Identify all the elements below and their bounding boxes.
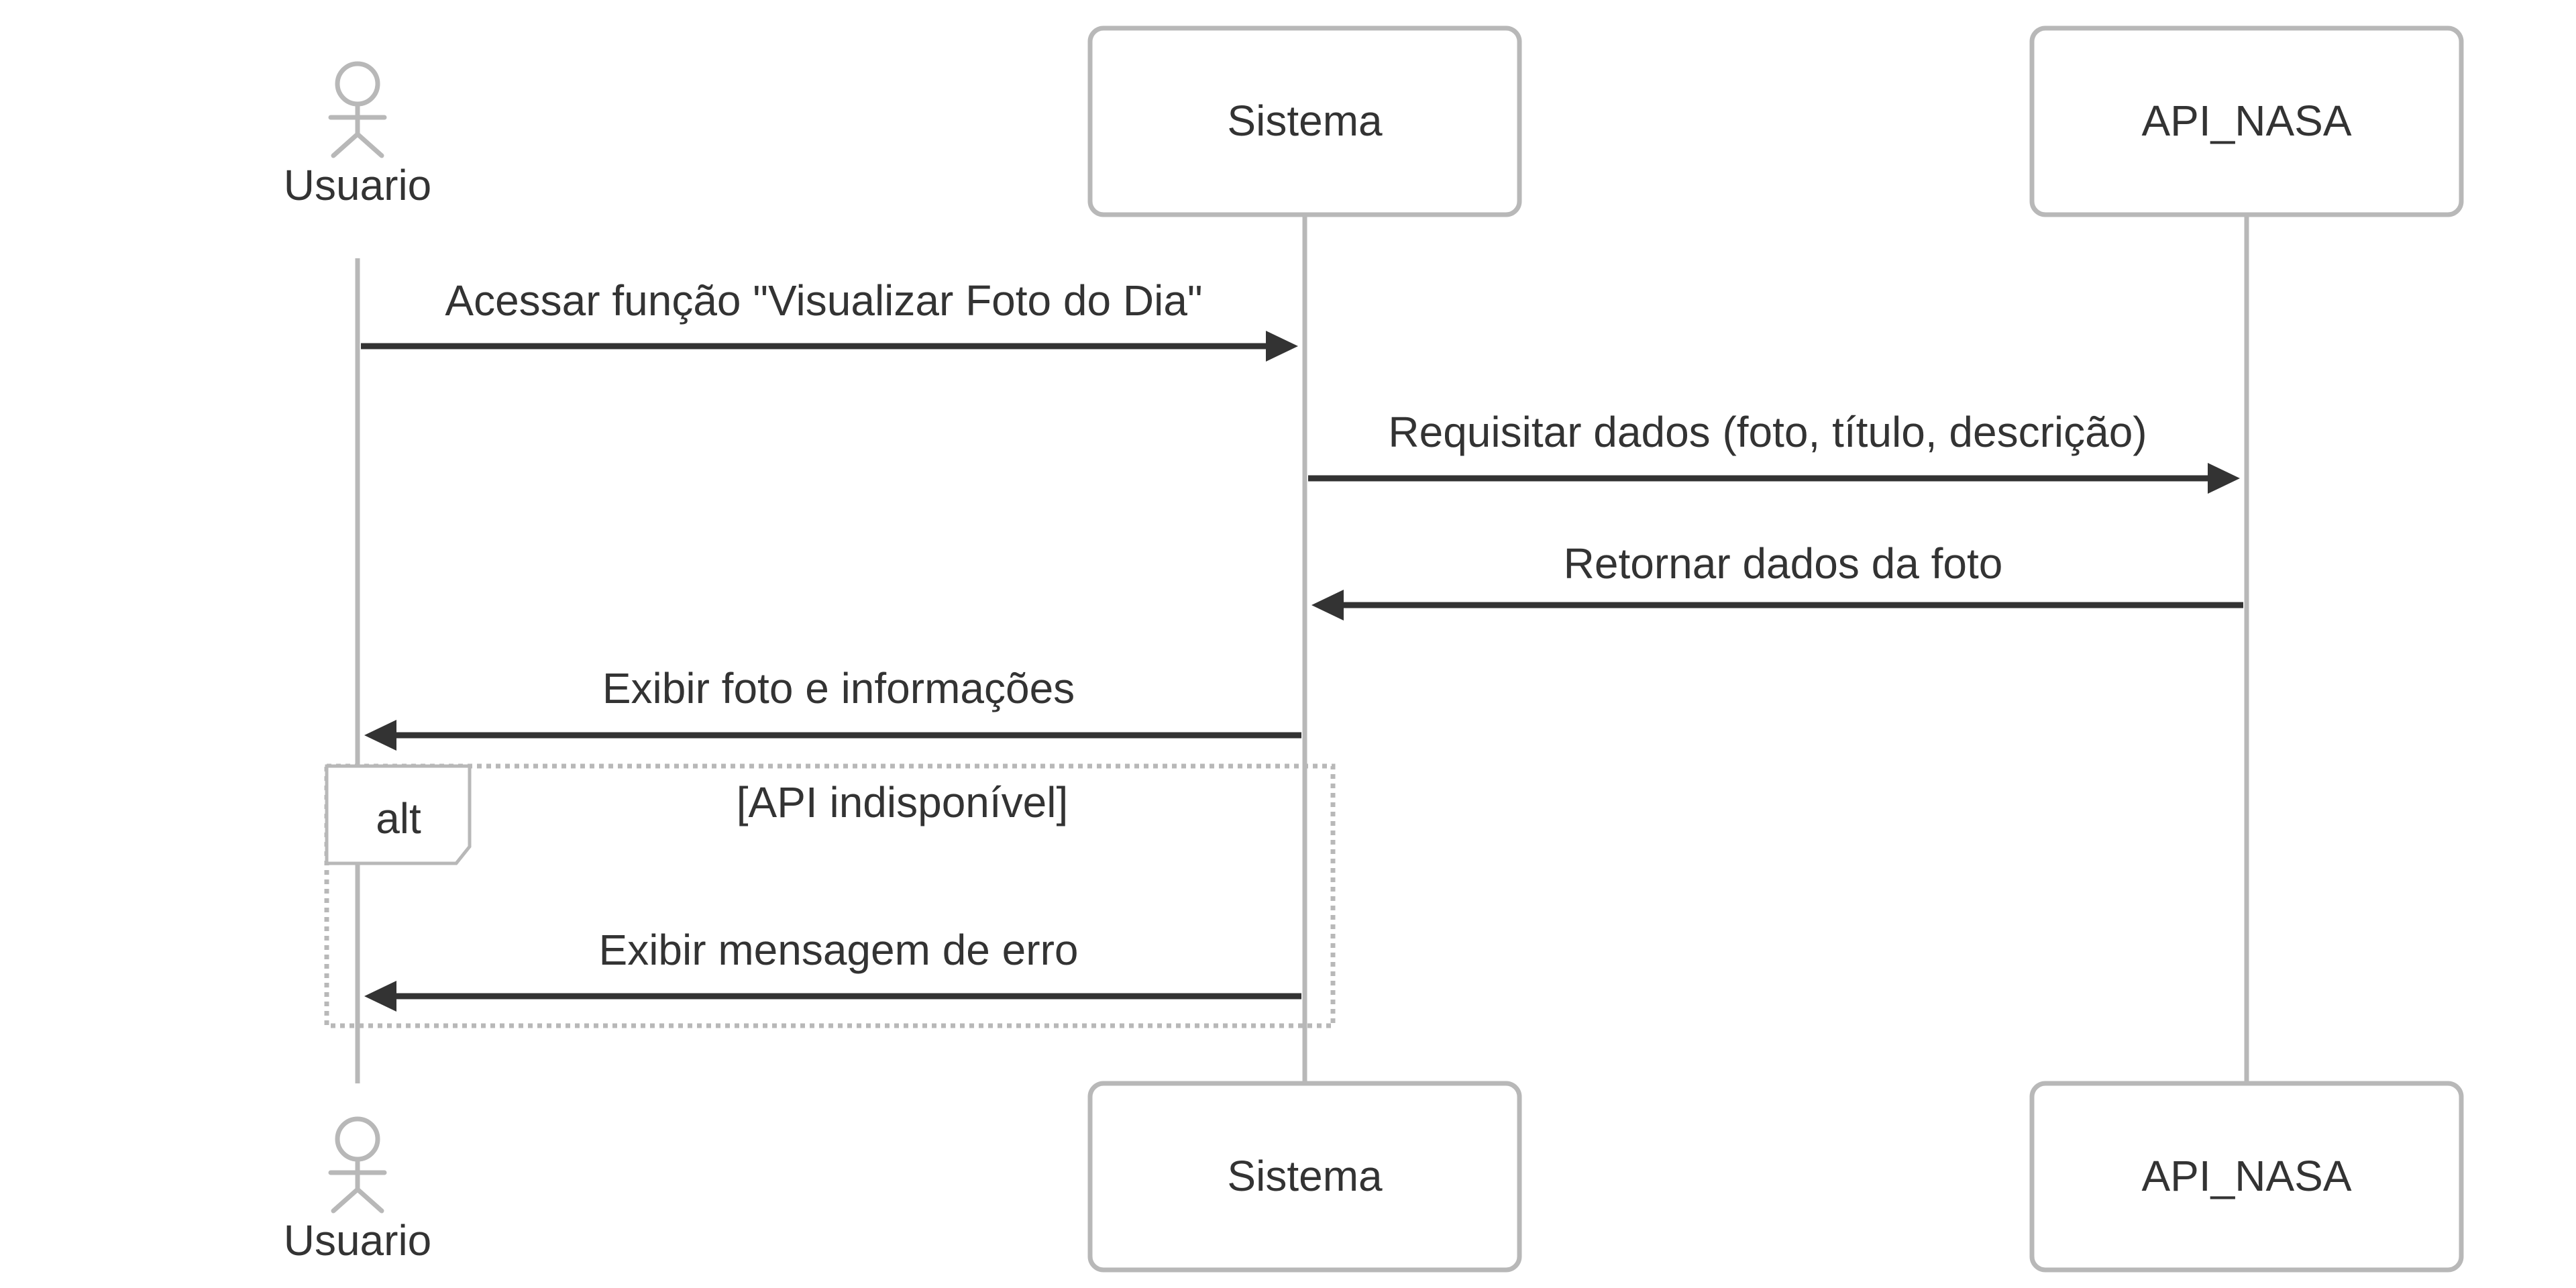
actor-icon bbox=[328, 61, 387, 158]
message-label: Exibir mensagem de erro bbox=[599, 926, 1079, 974]
message-retornar-dados: Retornar dados da foto bbox=[1311, 539, 2243, 621]
participant-label-usuario: Usuario bbox=[284, 161, 432, 209]
arrowhead-right-icon bbox=[1266, 331, 1298, 362]
alt-guard: [API indisponível] bbox=[737, 778, 1069, 826]
alt-frame bbox=[324, 763, 1336, 1028]
message-label: Requisitar dados (foto, título, descriçã… bbox=[1388, 408, 2147, 456]
arrowhead-right-icon bbox=[2208, 463, 2240, 494]
participant-label-sistema: Sistema bbox=[1227, 1152, 1383, 1200]
participant-box-api-nasa bbox=[2029, 25, 2464, 217]
alt-keyword: alt bbox=[376, 794, 421, 843]
participant-sistema-top: Sistema bbox=[1087, 25, 1522, 217]
arrowhead-left-icon bbox=[364, 720, 396, 751]
participant-api-nasa-bottom: API_NASA bbox=[2029, 1081, 2464, 1273]
participant-label-api-nasa: API_NASA bbox=[2141, 1152, 2351, 1200]
arrowhead-left-icon bbox=[364, 981, 396, 1012]
participant-box-sistema bbox=[1087, 25, 1522, 217]
participant-usuario-bottom: Usuario bbox=[284, 1116, 432, 1265]
alt-fragment: alt [API indisponível] bbox=[324, 763, 1336, 1028]
participant-sistema-bottom: Sistema bbox=[1087, 1081, 1522, 1273]
participant-label-usuario: Usuario bbox=[284, 1216, 432, 1265]
arrowhead-left-icon bbox=[1311, 590, 1344, 621]
message-label: Exibir foto e informações bbox=[602, 664, 1075, 712]
message-label: Acessar função "Visualizar Foto do Dia" bbox=[445, 276, 1202, 325]
participant-box-sistema bbox=[1087, 1081, 1522, 1273]
alt-tab bbox=[325, 764, 472, 865]
participant-api-nasa-top: API_NASA bbox=[2029, 25, 2464, 217]
participant-usuario-top: Usuario bbox=[284, 61, 432, 209]
message-acessar-funcao: Acessar função "Visualizar Foto do Dia" bbox=[361, 276, 1298, 362]
message-exibir-erro: Exibir mensagem de erro bbox=[364, 926, 1301, 1012]
message-label: Retornar dados da foto bbox=[1564, 539, 2003, 588]
message-exibir-foto: Exibir foto e informações bbox=[364, 664, 1301, 751]
actor-icon bbox=[328, 1116, 387, 1214]
message-requisitar-dados: Requisitar dados (foto, título, descriçã… bbox=[1308, 408, 2240, 494]
participant-label-api-nasa: API_NASA bbox=[2141, 97, 2351, 145]
participant-box-api-nasa bbox=[2029, 1081, 2464, 1273]
participant-label-sistema: Sistema bbox=[1227, 97, 1383, 145]
